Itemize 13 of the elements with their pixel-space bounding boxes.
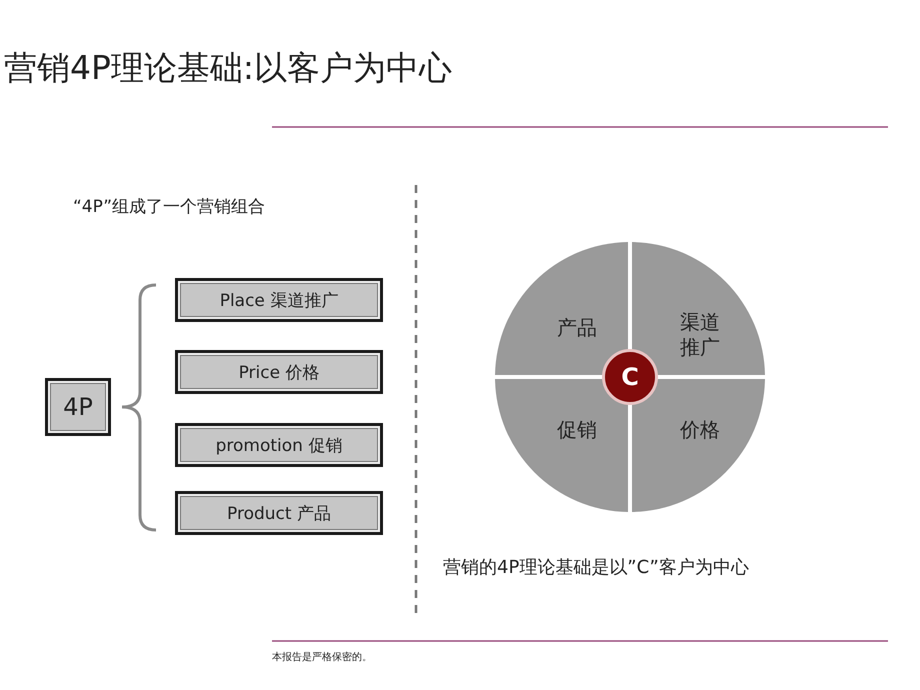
quadrant-label: 促销 — [557, 418, 597, 442]
item-box: promotion 促销 — [175, 423, 383, 467]
quadrant-label: 价格 — [680, 418, 720, 442]
note-text: “4P”组成了一个营销组合 — [73, 196, 265, 218]
item-box: Price 价格 — [175, 350, 383, 394]
item-box: Place 渠道推广 — [175, 278, 383, 322]
quadrant-label: 渠道推广 — [680, 310, 720, 360]
footer-note: 本报告是严格保密的。 — [272, 650, 372, 664]
note-text: 营销的4P理论基础是以”C”客户为中心 — [443, 556, 749, 579]
quadrant-label: 产品 — [557, 316, 597, 340]
page-title: 营销4P理论基础:以客户为中心 — [4, 47, 452, 89]
category-box: 4P — [45, 378, 111, 436]
item-box: Product 产品 — [175, 491, 383, 535]
